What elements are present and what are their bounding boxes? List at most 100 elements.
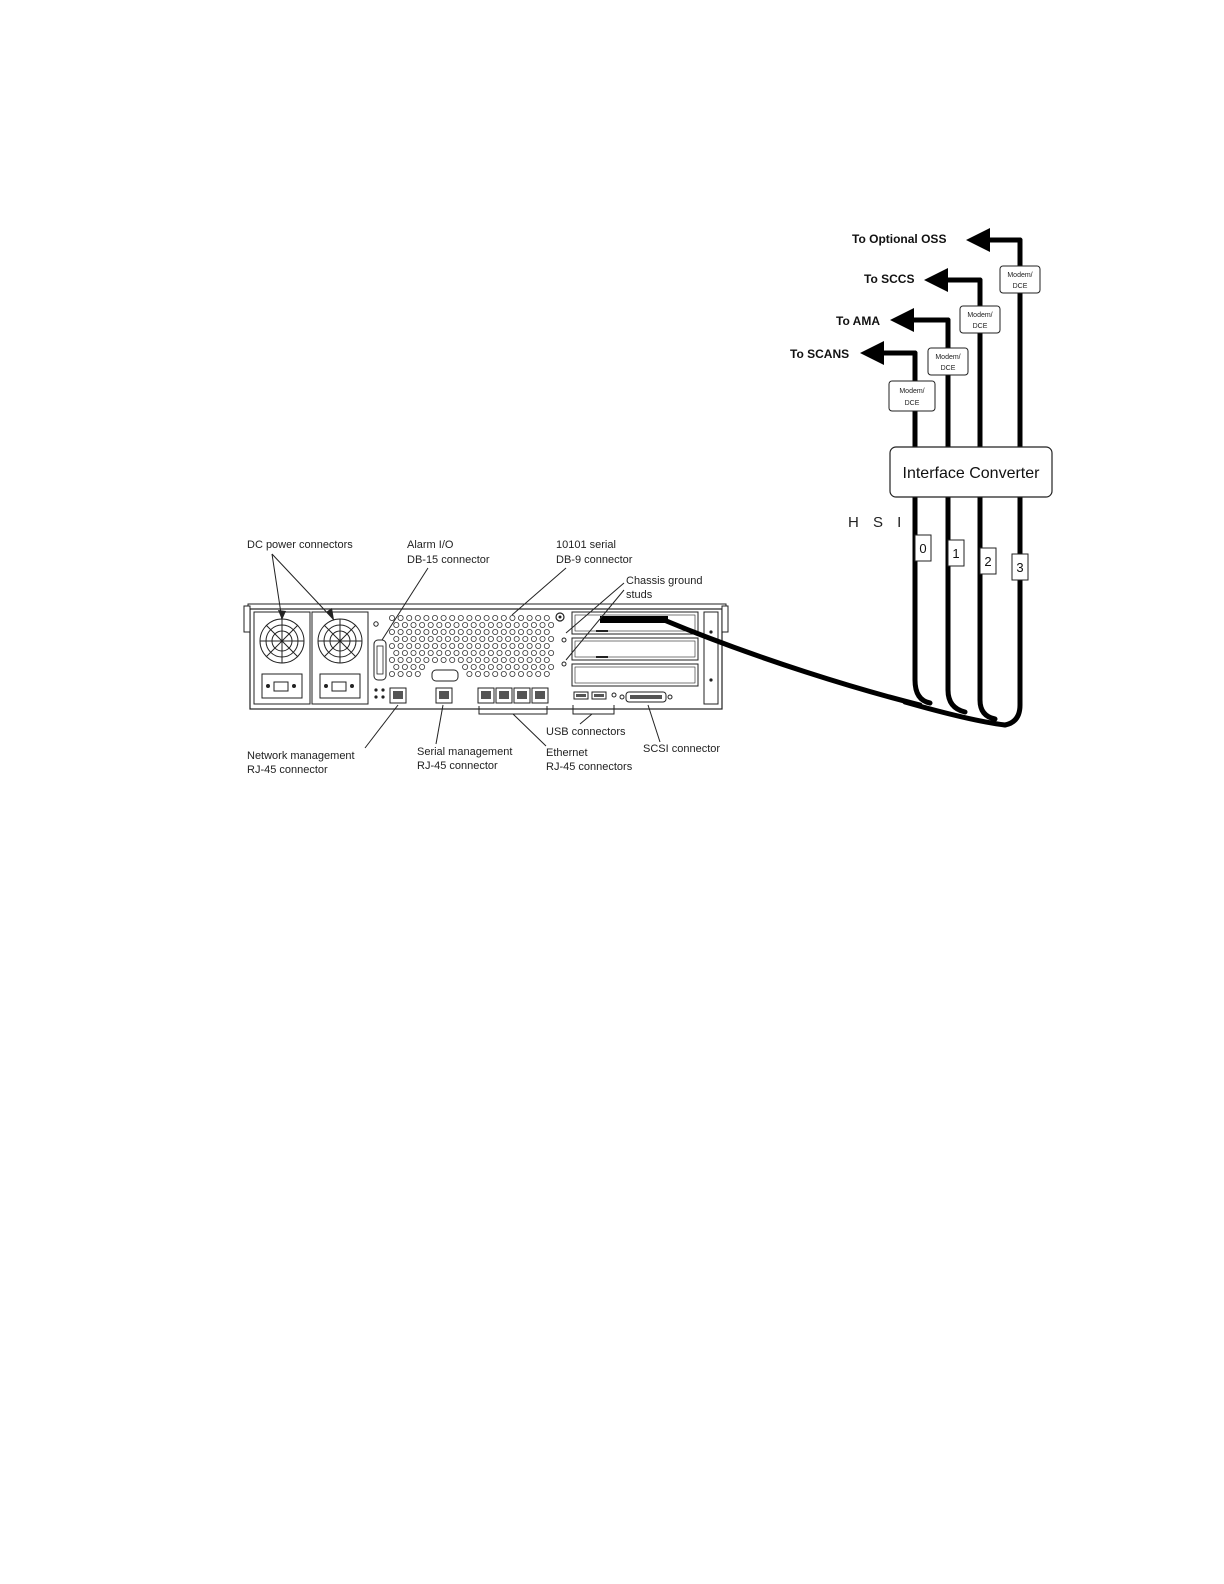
scsi-port [619, 691, 673, 703]
vent-hole [543, 629, 550, 636]
vent-hole [457, 657, 464, 664]
vent-hole [539, 636, 546, 643]
vent-hole [487, 650, 494, 657]
vent-hole [427, 650, 434, 657]
vent-hole [410, 636, 417, 643]
vent-hole [522, 636, 529, 643]
serial-db9-port [431, 669, 459, 682]
svg-text:0: 0 [919, 541, 926, 556]
vent-hole [393, 650, 400, 657]
callout-alarm-line2: DB-15 connector [407, 554, 490, 566]
vent-hole [483, 657, 490, 664]
vent-hole [406, 671, 413, 678]
vent-hole [423, 615, 430, 622]
arrow-sccs [924, 268, 948, 292]
vent-hole [427, 622, 434, 629]
interface-converter: Interface Converter [889, 446, 1053, 498]
vent-hole [535, 629, 542, 636]
vent-hole [530, 622, 537, 629]
vent-hole [548, 636, 555, 643]
vent-hole [492, 629, 499, 636]
vent-hole [397, 657, 404, 664]
svg-text:Interface Converter: Interface Converter [903, 465, 1041, 482]
vent-hole [518, 629, 525, 636]
vent-hole [414, 657, 421, 664]
cable-port-0 [912, 350, 933, 706]
svg-text:3: 3 [1016, 560, 1023, 575]
vent-hole [453, 622, 460, 629]
vent-hole [388, 615, 395, 622]
vent-hole [479, 622, 486, 629]
vent-hole [457, 615, 464, 622]
vent-hole [414, 671, 421, 678]
vent-hole [535, 615, 542, 622]
vent-hole [474, 615, 481, 622]
vent-hole [470, 636, 477, 643]
vent-hole [423, 643, 430, 650]
dest-label-ama: To AMA [836, 314, 880, 328]
vent-hole [419, 636, 426, 643]
callout-ethernet-line2: RJ-45 connectors [546, 761, 633, 773]
vent-hole [393, 636, 400, 643]
vent-hole [466, 671, 473, 678]
callout-scsi: SCSI connector [643, 743, 720, 755]
vent-hole [513, 650, 520, 657]
vent-hole [444, 636, 451, 643]
svg-text:DCE: DCE [905, 400, 920, 407]
vent-hole [466, 657, 473, 664]
vent-hole [466, 643, 473, 650]
vent-hole [543, 643, 550, 650]
vent-hole [414, 643, 421, 650]
vent-hole [457, 643, 464, 650]
vent-hole [496, 622, 503, 629]
callout-usb: USB connectors [546, 726, 626, 738]
vent-hole [487, 622, 494, 629]
cable-port-3 [1002, 237, 1023, 728]
vent-hole [406, 629, 413, 636]
modem-ama: Modem/ DCE [927, 347, 969, 376]
callout-serial-line1: 10101 serial [556, 539, 616, 551]
vent-hole [462, 650, 469, 657]
vent-hole [500, 629, 507, 636]
vent-hole [440, 657, 447, 664]
vent-hole [440, 615, 447, 622]
arrow-oss [966, 228, 990, 252]
callout-sermgmt-line1: Serial management [417, 746, 512, 758]
vent-hole [457, 629, 464, 636]
vent-hole [483, 643, 490, 650]
modem-oss: Modem/ DCE [999, 265, 1041, 294]
vent-hole [431, 643, 438, 650]
vent-hole [397, 615, 404, 622]
vent-hole [410, 622, 417, 629]
callout-sermgmt-line2: RJ-45 connector [417, 760, 498, 772]
vent-hole [462, 636, 469, 643]
vent-hole [474, 671, 481, 678]
vent-hole [470, 650, 477, 657]
vent-hole [397, 629, 404, 636]
vent-hole [530, 636, 537, 643]
vent-hole [474, 657, 481, 664]
vent-hole [518, 671, 525, 678]
dest-label-sccs: To SCCS [864, 272, 914, 286]
vent-hole [397, 671, 404, 678]
vent-hole [444, 650, 451, 657]
vent-hole [410, 650, 417, 657]
vent-hole [479, 636, 486, 643]
arrow-scans [860, 341, 884, 365]
vent-hole [509, 657, 516, 664]
svg-text:DCE: DCE [1013, 283, 1028, 290]
pci-card-slots [571, 611, 699, 687]
vent-hole [436, 650, 443, 657]
vent-hole [462, 664, 469, 671]
vent-hole [419, 622, 426, 629]
vent-hole [496, 636, 503, 643]
vent-hole [474, 643, 481, 650]
vent-hole [393, 622, 400, 629]
vent-hole [414, 629, 421, 636]
vent-hole [440, 643, 447, 650]
vent-hole [423, 657, 430, 664]
vent-hole [444, 622, 451, 629]
vent-hole [543, 671, 550, 678]
callout-netmgmt-line1: Network management [247, 750, 355, 762]
